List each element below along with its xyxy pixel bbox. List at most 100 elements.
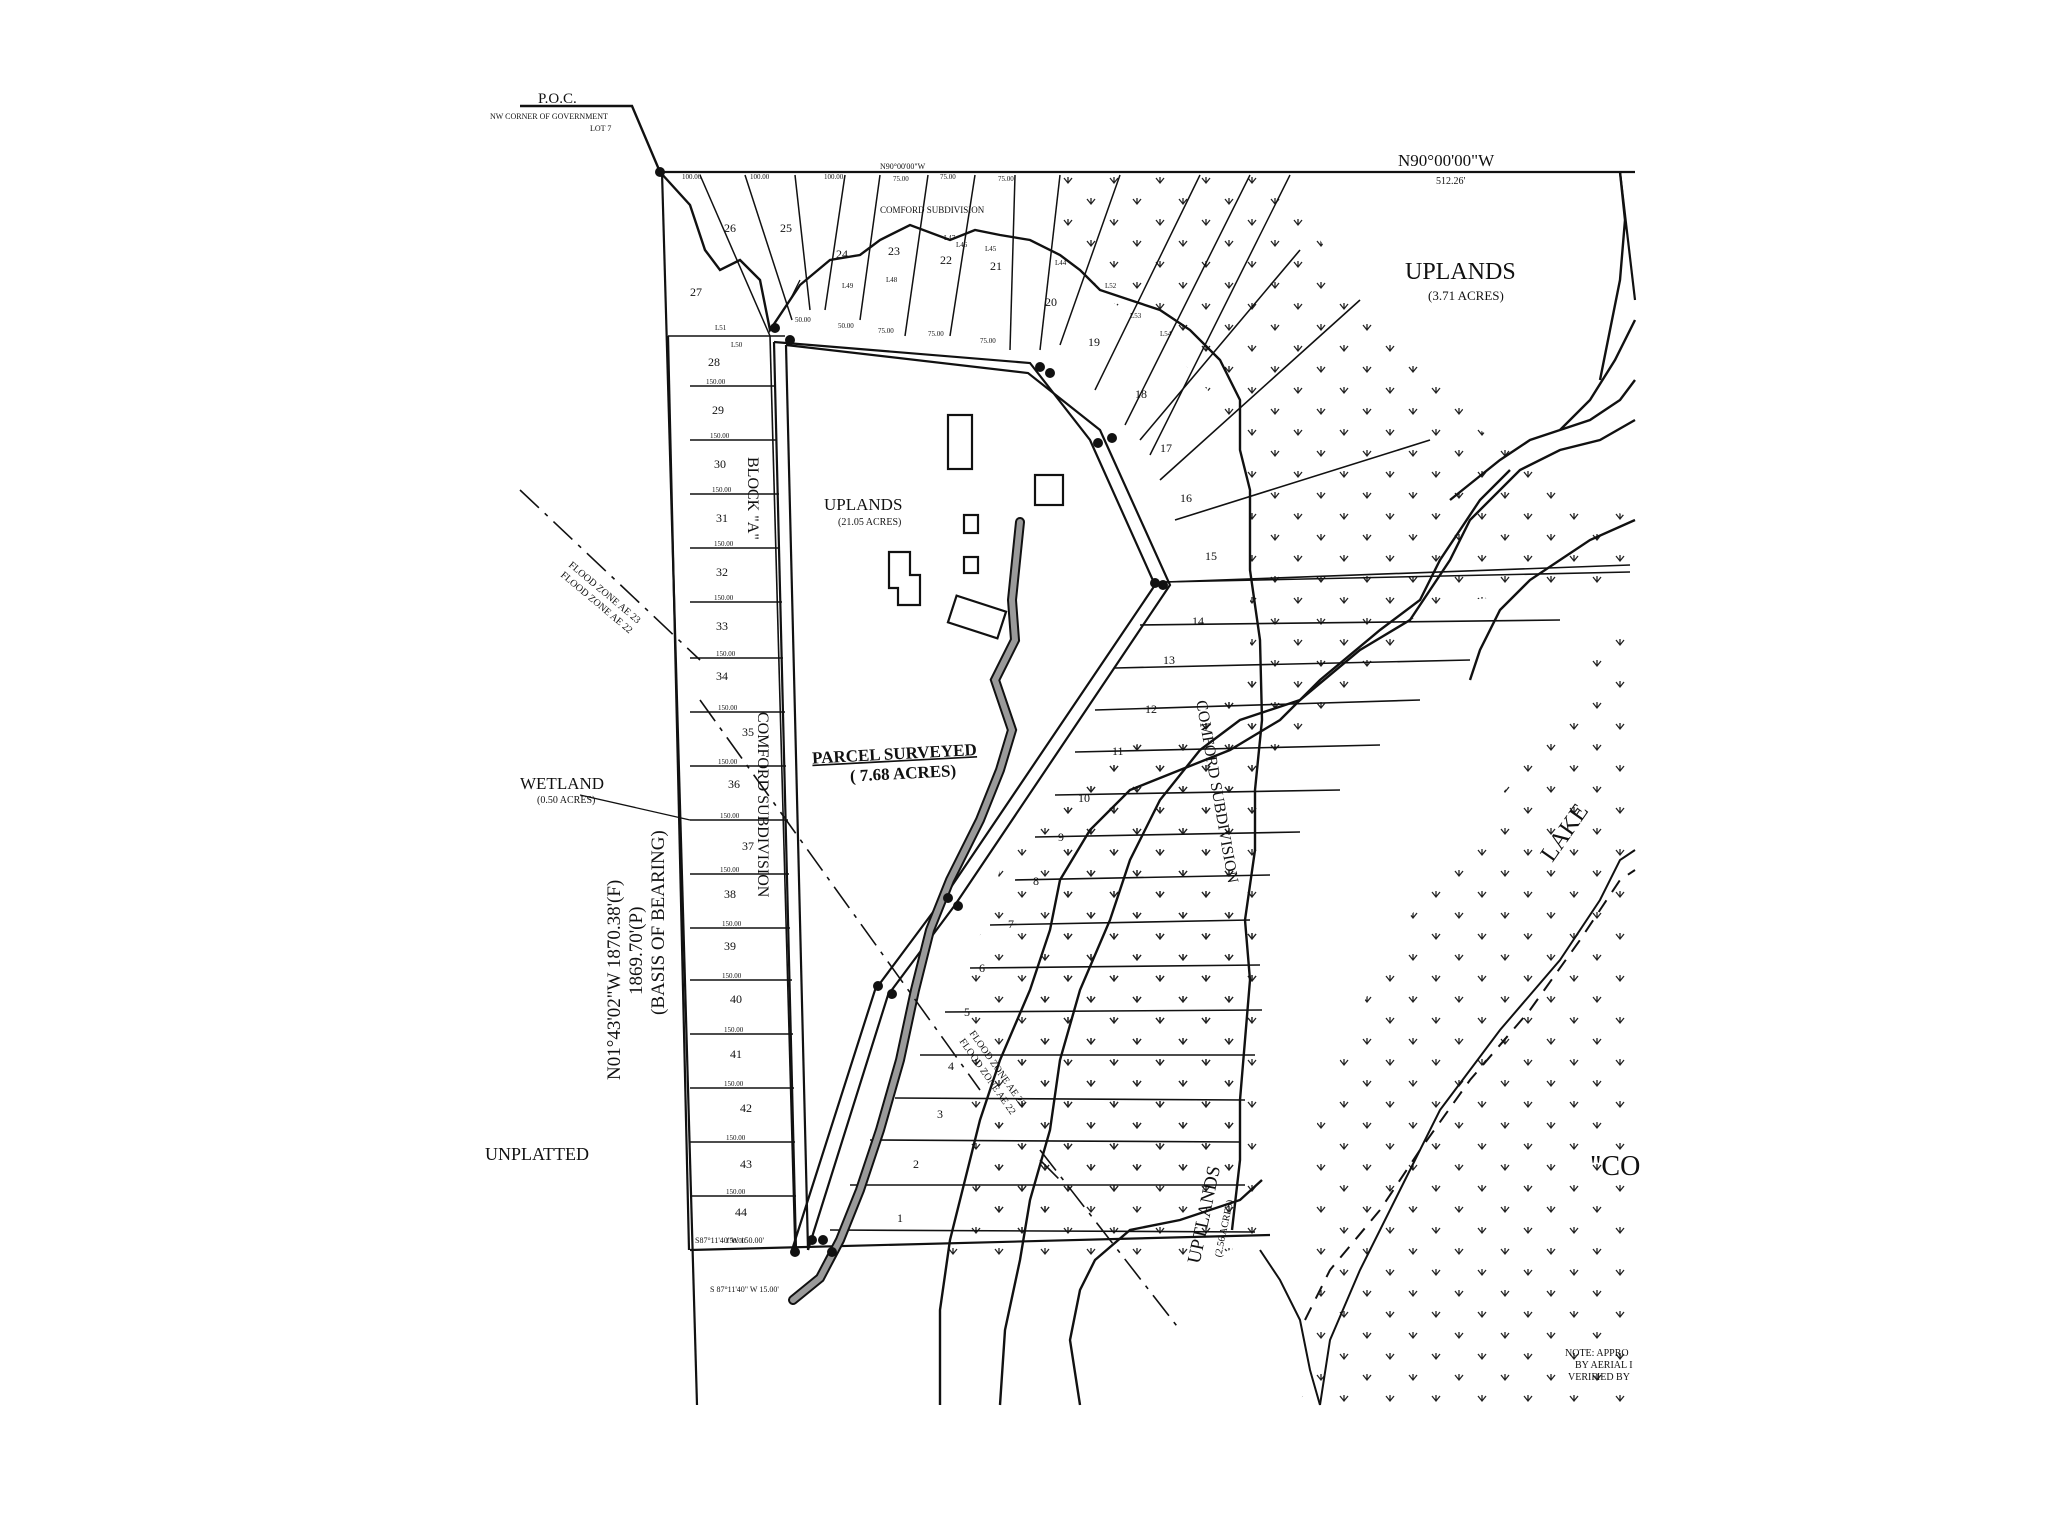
building-2	[1033, 473, 1065, 507]
lot-16: 16	[1180, 491, 1192, 505]
west-boundary-inner	[666, 335, 691, 1251]
road	[788, 517, 1025, 1305]
lot-40: 40	[730, 992, 742, 1006]
lake-shore	[1259, 849, 1636, 1406]
lot-28: 28	[708, 355, 720, 369]
buildings	[887, 413, 1065, 640]
lot-27: 27	[690, 285, 702, 299]
svg-text:L51: L51	[715, 324, 727, 332]
lot-33: 33	[716, 619, 728, 633]
poc-title: P.O.C.	[538, 91, 577, 107]
poc-block: P.O.C. NW CORNER OF GOVERNMENT LOT 7	[490, 91, 611, 133]
svg-text:150.00: 150.00	[726, 1134, 746, 1142]
svg-text:100.00: 100.00	[824, 173, 844, 181]
lot-20: 20	[1045, 295, 1057, 309]
svg-text:150.00: 150.00	[714, 594, 734, 602]
svg-text:150.00: 150.00	[724, 1026, 744, 1034]
boundary-lines	[520, 104, 1637, 1406]
lot-23: 23	[888, 244, 900, 258]
survey-points	[655, 167, 1168, 1257]
lot-21: 21	[990, 259, 1002, 273]
svg-text:75.00: 75.00	[980, 337, 996, 345]
dimension-labels: 150.00 150.00 150.00 150.00 150.00 150.0…	[682, 173, 1014, 1245]
unplatted-label: UNPLATTED	[485, 1144, 589, 1164]
svg-text:150.00: 150.00	[720, 812, 740, 820]
lot-9: 9	[1058, 830, 1064, 844]
svg-text:150.00: 150.00	[722, 920, 742, 928]
lake-name-fragment: "CO	[1590, 1151, 1640, 1182]
svg-text:50.00: 50.00	[795, 316, 811, 324]
lot-3: 3	[937, 1107, 943, 1121]
svg-text:150.00: 150.00	[726, 1237, 746, 1245]
lot-38: 38	[724, 887, 736, 901]
lot-7: 7	[1008, 917, 1014, 931]
bottom-bearing-2: S 87°11'40" W 15.00'	[710, 1285, 779, 1294]
svg-text:75.00: 75.00	[928, 330, 944, 338]
lot-numbers-west: 26 25 24 23 22 21 27 28 29 30 31 32 33 3…	[690, 221, 1002, 1219]
svg-text:150.00: 150.00	[712, 486, 732, 494]
east-lots-grid	[829, 249, 1631, 1233]
lot-1: 1	[897, 1211, 903, 1225]
svg-text:L48: L48	[886, 276, 898, 284]
lot-26: 26	[724, 221, 736, 235]
lot-22: 22	[940, 253, 952, 267]
lot-44: 44	[735, 1205, 747, 1219]
lot-4: 4	[948, 1059, 954, 1073]
svg-text:L50: L50	[731, 341, 743, 349]
svg-text:L54: L54	[1160, 330, 1172, 338]
building-3	[962, 513, 980, 535]
svg-text:150.00: 150.00	[710, 432, 730, 440]
note-line-3: VERIFIED BY	[1568, 1372, 1630, 1383]
building-4	[962, 555, 980, 575]
svg-text:150.00: 150.00	[714, 540, 734, 548]
svg-text:L52: L52	[1105, 282, 1117, 290]
poc-leader	[520, 104, 662, 173]
svg-text:150.00: 150.00	[718, 758, 738, 766]
svg-text:100.00: 100.00	[750, 173, 770, 181]
lake-shore-hatch	[1300, 610, 1635, 1410]
svg-text:L46: L46	[956, 241, 968, 249]
west-lots-grid	[668, 335, 796, 1251]
lot-14: 14	[1192, 614, 1204, 628]
building-6	[946, 594, 1008, 640]
svg-text:75.00: 75.00	[878, 327, 894, 335]
top-bearing: N90°00'00"W	[1398, 151, 1495, 170]
uplands-center-label: UPLANDS	[824, 495, 902, 514]
svg-text:L49: L49	[842, 282, 854, 290]
west-bearing-line1: N01°43'02"W 1870.38'(F)	[604, 880, 625, 1080]
top-small-bearing: N90°00'00"W	[880, 162, 926, 171]
east-lots-hatch	[940, 640, 1260, 1260]
small-line-labels: L44 L45 L46 L47 L48 L49 L50 L51 L52 L53 …	[715, 234, 1172, 349]
svg-text:75.00: 75.00	[940, 173, 956, 181]
top-distance: 512.26'	[1436, 176, 1466, 187]
lot-34: 34	[716, 669, 728, 683]
svg-text:150.00: 150.00	[724, 1080, 744, 1088]
flood-zone-lines	[519, 489, 1181, 1331]
lot-19: 19	[1088, 335, 1100, 349]
lot-18: 18	[1135, 387, 1147, 401]
subdivision-top: COMFORD SUBDIVISION	[880, 205, 985, 215]
lot-15: 15	[1205, 549, 1217, 563]
poc-subtitle: NW CORNER OF GOVERNMENT	[490, 112, 608, 121]
svg-text:150.00: 150.00	[726, 1188, 746, 1196]
svg-text:100.00: 100.00	[682, 173, 702, 181]
north-lots-grid	[699, 174, 1291, 456]
svg-text:150.00: 150.00	[706, 378, 726, 386]
lot-41: 41	[730, 1047, 742, 1061]
lot-6: 6	[979, 961, 985, 975]
lot-5: 5	[964, 1005, 970, 1019]
lot-36: 36	[728, 777, 740, 791]
svg-text:L45: L45	[985, 245, 997, 253]
lot-2: 2	[913, 1157, 919, 1171]
svg-text:L44: L44	[1055, 259, 1067, 267]
west-bearing-line3: (BASIS OF BEARING)	[648, 830, 669, 1015]
lot-11: 11	[1112, 744, 1124, 758]
poc-subtitle2: LOT 7	[590, 124, 611, 133]
wetland-label: WETLAND	[520, 774, 604, 793]
lot-32: 32	[716, 565, 728, 579]
building-1	[946, 413, 974, 471]
wetland-lines	[659, 171, 1637, 1406]
west-bearing-line2: 1869.70'(P)	[626, 907, 647, 995]
lot-17: 17	[1160, 441, 1172, 455]
